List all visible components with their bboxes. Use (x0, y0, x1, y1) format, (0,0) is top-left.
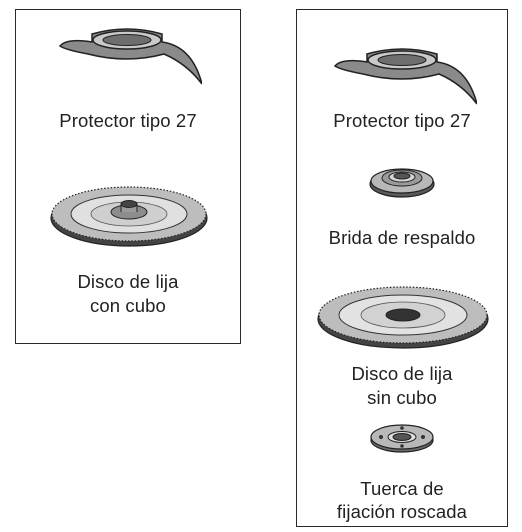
disc-label-line2: sin cubo (367, 387, 437, 408)
disc-label-line2: con cubo (90, 295, 166, 316)
guard-label: Protector tipo 27 (333, 110, 471, 131)
disc-label-line1: Disco de lija (351, 363, 453, 384)
guard-label: Protector tipo 27 (59, 110, 197, 131)
hub-sanding-disc-icon (50, 186, 208, 247)
threaded-lock-nut-icon (370, 424, 434, 453)
flange-label: Brida de respaldo (328, 227, 476, 248)
backing-flange-icon (369, 168, 435, 198)
hubless-sanding-disc-icon (317, 286, 489, 349)
nut-label-line1: Tuerca de (360, 478, 444, 499)
left-panel: Protector tipo 27 Disco de lija con cubo (15, 9, 241, 344)
nut-label-line2: fijación roscada (336, 501, 468, 522)
right-panel: Protector tipo 27 Brida de respaldo Disc… (296, 9, 508, 527)
disc-label-line1: Disco de lija (77, 271, 179, 292)
type27-guard-icon (333, 48, 477, 105)
type27-guard-icon (58, 28, 202, 85)
